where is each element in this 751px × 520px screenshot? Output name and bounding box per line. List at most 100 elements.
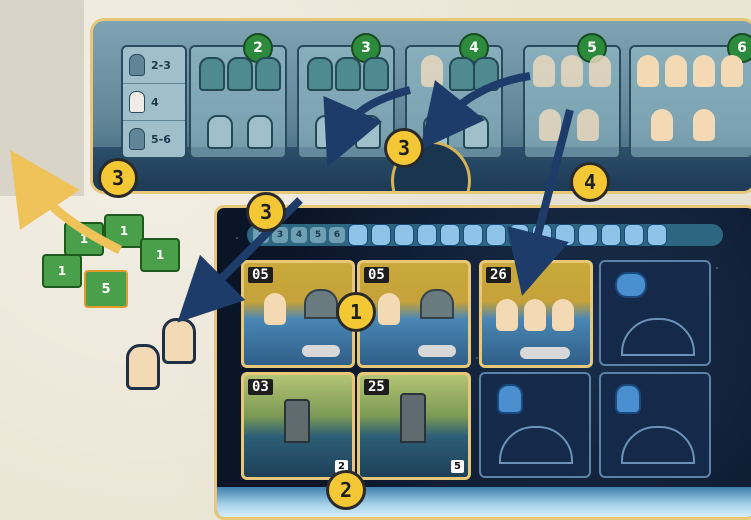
gem-icon bbox=[509, 224, 529, 246]
gem-icon bbox=[532, 224, 552, 246]
astronaut-slot-icon bbox=[315, 115, 341, 149]
worker-meeple[interactable] bbox=[126, 344, 160, 390]
worker-meeple bbox=[496, 299, 518, 331]
worker-meeple bbox=[589, 55, 611, 87]
empty-card-slot[interactable] bbox=[599, 372, 711, 478]
drop-icon bbox=[497, 384, 523, 414]
base-card[interactable]: 25 5 bbox=[357, 372, 471, 480]
astronaut-slot-icon bbox=[227, 57, 253, 91]
card-number: 05 bbox=[364, 267, 389, 283]
worker-meeple bbox=[693, 55, 715, 87]
cloud-icon bbox=[418, 345, 456, 357]
dome-outline-icon bbox=[499, 426, 573, 464]
step-badge: 3 bbox=[98, 158, 138, 198]
astronaut-slot-icon bbox=[207, 115, 233, 149]
gem-row bbox=[348, 224, 667, 246]
gem-icon bbox=[348, 224, 368, 246]
ocean-card[interactable]: 26 bbox=[479, 260, 593, 368]
astronaut-slot-icon bbox=[199, 57, 225, 91]
card-number: 25 bbox=[364, 379, 389, 395]
crew-tracker-board: 2-3 4 5-6 2 3 4 5 bbox=[90, 18, 751, 194]
astronaut-slot-icon bbox=[463, 115, 489, 149]
worker-meeple bbox=[552, 299, 574, 331]
legend-row: 2-3 bbox=[123, 47, 185, 84]
card-number: 05 bbox=[248, 267, 273, 283]
cloud-icon bbox=[520, 347, 570, 359]
base-card[interactable]: 03 2 bbox=[241, 372, 355, 480]
credit-token[interactable]: 1 bbox=[64, 222, 104, 256]
step-badge: 4 bbox=[570, 162, 610, 202]
tower-icon bbox=[400, 393, 426, 443]
credit-token[interactable]: 1 bbox=[140, 238, 180, 272]
astronaut-icon bbox=[129, 54, 145, 76]
astronaut-slot-icon bbox=[355, 115, 381, 149]
gem-icon bbox=[417, 224, 437, 246]
step-badge: 1 bbox=[336, 292, 376, 332]
player-count-legend: 2-3 4 5-6 bbox=[121, 45, 187, 159]
colony-board: 2 3 4 5 6 05 05 26 03 2 25 5 bbox=[214, 205, 751, 520]
legend-label: 2-3 bbox=[151, 59, 171, 72]
worker-meeple bbox=[264, 293, 286, 325]
cloud-icon bbox=[302, 345, 340, 357]
astronaut-slot-icon bbox=[449, 57, 475, 91]
empty-card-slot[interactable] bbox=[599, 260, 711, 366]
track-number: 5 bbox=[310, 227, 326, 243]
crew-column-6: 6 bbox=[629, 45, 751, 159]
astronaut-slot-icon bbox=[335, 57, 361, 91]
left-strip bbox=[0, 0, 84, 196]
credit-token[interactable]: 1 bbox=[42, 254, 82, 288]
dome-icon bbox=[304, 289, 338, 319]
legend-label: 4 bbox=[151, 96, 159, 109]
worker-meeple bbox=[524, 299, 546, 331]
dome-outline-icon bbox=[621, 318, 695, 356]
wave-border bbox=[217, 487, 751, 517]
step-badge: 3 bbox=[246, 192, 286, 232]
astronaut-slot-icon bbox=[247, 115, 273, 149]
gem-icon bbox=[440, 224, 460, 246]
worker-meeple bbox=[561, 55, 583, 87]
astronaut-icon bbox=[129, 91, 145, 113]
credit-token[interactable]: 1 bbox=[104, 214, 144, 248]
worker-meeple bbox=[421, 55, 443, 87]
tower-icon bbox=[284, 399, 310, 443]
worker-meeple bbox=[539, 109, 561, 141]
gem-icon bbox=[624, 224, 644, 246]
astronaut-icon bbox=[129, 128, 145, 150]
worker-meeple bbox=[577, 109, 599, 141]
astronaut-slot-icon bbox=[255, 57, 281, 91]
astronaut-slot-icon bbox=[307, 57, 333, 91]
card-cost: 5 bbox=[451, 460, 464, 473]
worker-meeple bbox=[637, 55, 659, 87]
credit-token[interactable]: 5 bbox=[84, 270, 128, 308]
gem-icon bbox=[647, 224, 667, 246]
gem-icon bbox=[486, 224, 506, 246]
astronaut-slot-icon bbox=[363, 57, 389, 91]
worker-meeple bbox=[378, 293, 400, 325]
legend-label: 5-6 bbox=[151, 133, 171, 146]
gem-icon bbox=[555, 224, 575, 246]
track-number: 6 bbox=[329, 227, 345, 243]
worker-meeple bbox=[533, 55, 555, 87]
dome-outline-icon bbox=[621, 426, 695, 464]
worker-meeple bbox=[665, 55, 687, 87]
gem-icon bbox=[371, 224, 391, 246]
gem-icon bbox=[394, 224, 414, 246]
cloud-icon bbox=[615, 272, 647, 298]
gem-icon bbox=[463, 224, 483, 246]
worker-meeple bbox=[693, 109, 715, 141]
step-badge: 2 bbox=[326, 470, 366, 510]
empty-card-slot[interactable] bbox=[479, 372, 591, 478]
drop-icon bbox=[615, 384, 641, 414]
worker-meeple bbox=[651, 109, 673, 141]
card-number: 26 bbox=[486, 267, 511, 283]
gem-icon bbox=[578, 224, 598, 246]
score-track: 2 3 4 5 6 bbox=[247, 224, 723, 246]
legend-row: 5-6 bbox=[123, 121, 185, 157]
crew-column-2: 2 bbox=[189, 45, 287, 159]
step-badge: 3 bbox=[384, 128, 424, 168]
worker-meeple[interactable] bbox=[162, 318, 196, 364]
astronaut-slot-icon bbox=[473, 57, 499, 91]
dome-icon bbox=[420, 289, 454, 319]
crew-column-5: 5 bbox=[523, 45, 621, 159]
track-number: 4 bbox=[291, 227, 307, 243]
